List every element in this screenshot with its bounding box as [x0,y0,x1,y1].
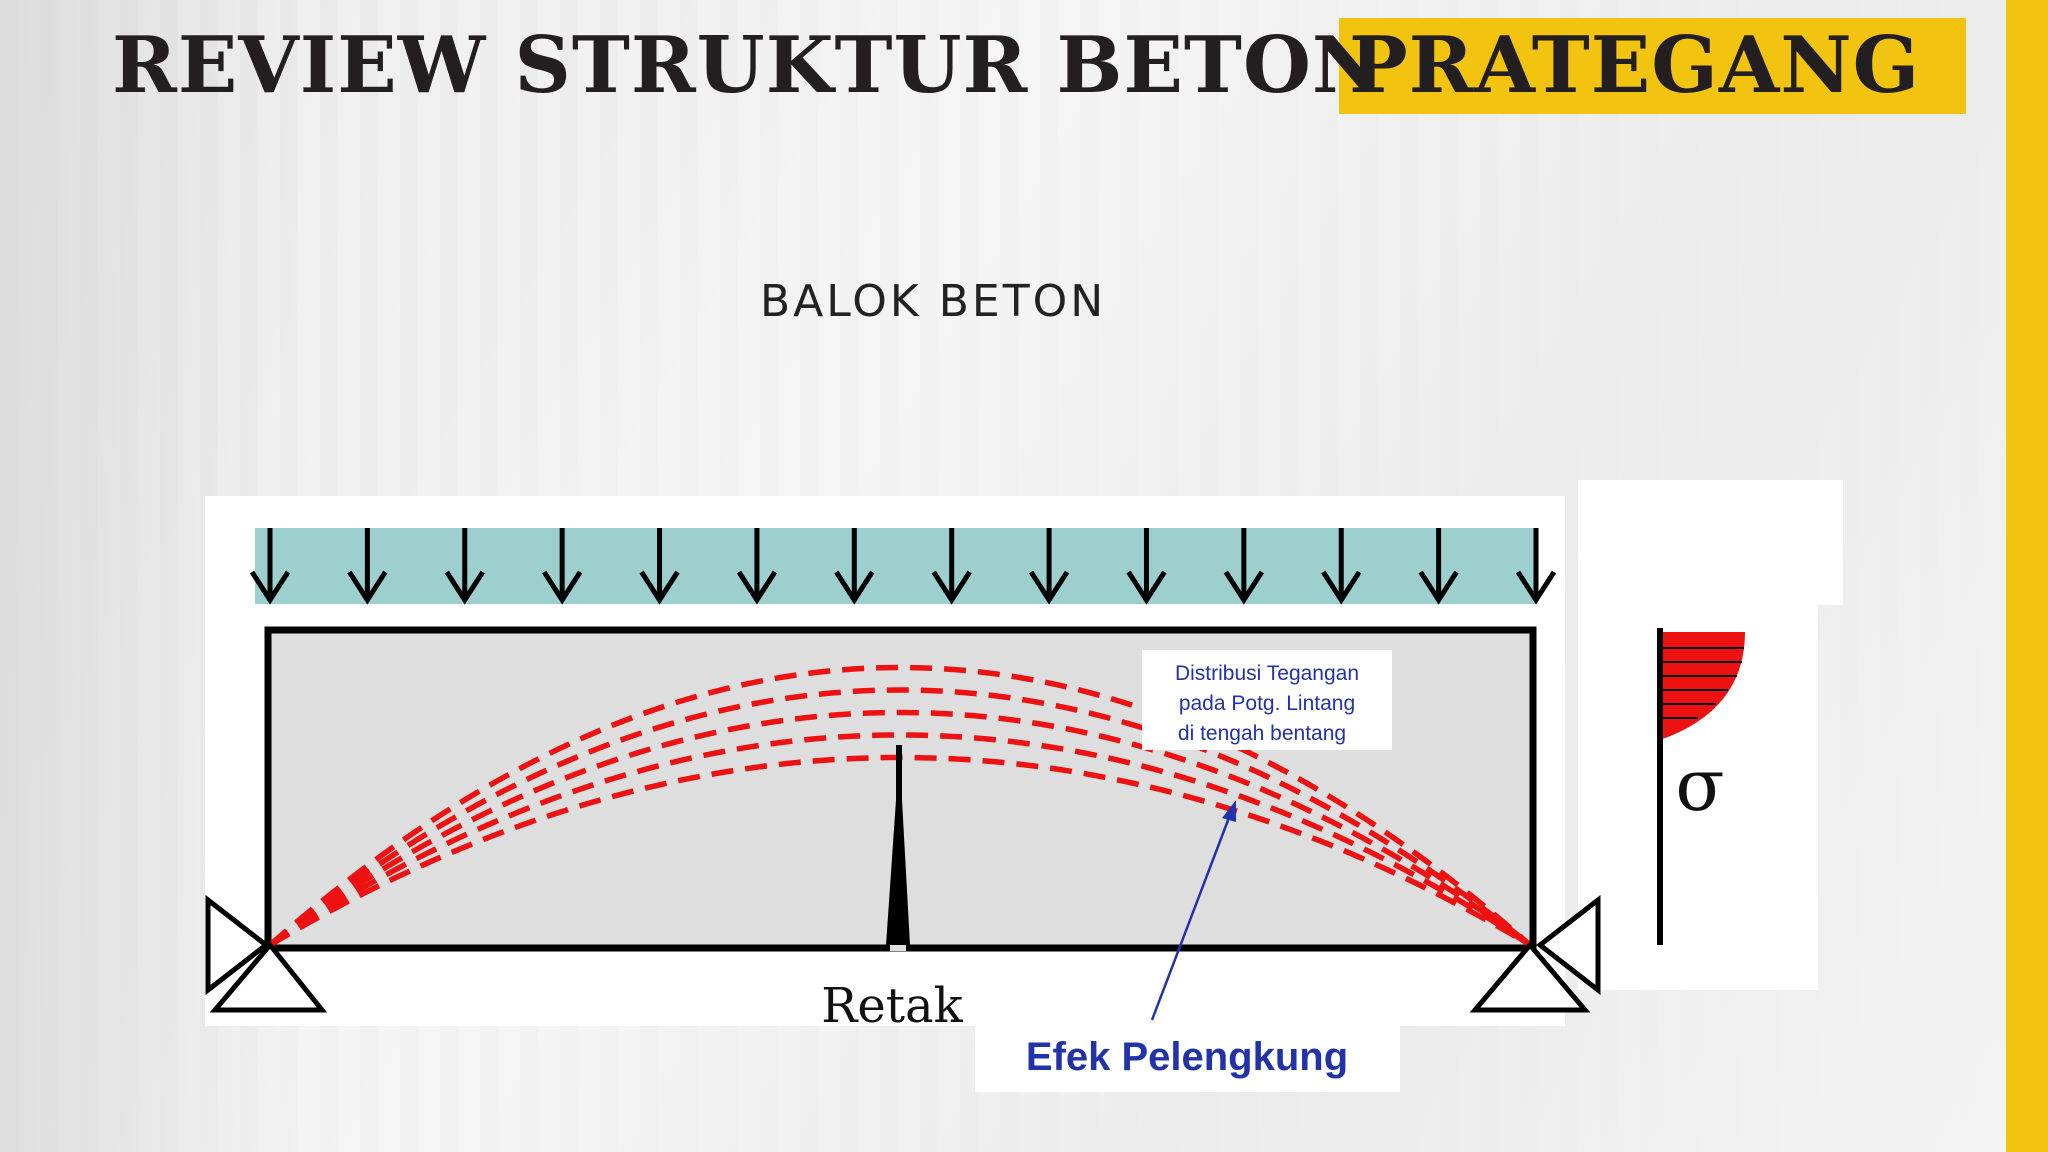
crack-gap [890,945,906,951]
load-arrow [736,528,778,605]
load-arrow [834,528,875,605]
stress-hatch-lines [1660,647,1744,719]
load-arrow [1126,528,1167,605]
load-arrows [249,528,1557,605]
load-arrow [542,528,583,605]
sigma-symbol: σ [1675,743,1724,827]
stress-note-line-2: pada Potg. Lintang [1179,692,1355,715]
crack-label: Retak [821,978,963,1034]
stress-note-box [1142,650,1392,750]
arch-label-panel [975,1022,1400,1092]
section-subtitle: BALOK BETON [760,276,1107,327]
stress-distribution-shape [1660,632,1745,740]
stress-note-line-1: Distribusi Tegangan [1175,662,1359,685]
accent-side-bar [2006,0,2048,1152]
arch-leader-line [1150,814,1232,1021]
title-part-1: REVIEW STRUKTUR BETON [112,20,1385,111]
load-arrow [1418,528,1459,605]
right-support [1469,894,1601,1013]
load-arrow [249,528,291,605]
load-arrow [1223,528,1264,605]
stress-note-line-3: di tengah bentang [1178,722,1346,745]
title-highlight [1339,18,1966,114]
title-part-2: PRATEGANG [1349,20,1921,111]
diagram-panel-top-right [1578,480,1843,605]
left-support [205,894,328,1013]
load-arrow [347,528,388,605]
load-arrow [639,528,680,605]
load-arrow [1028,528,1070,605]
crack-mark [886,745,910,945]
load-arrow [444,528,485,605]
load-arrow [1515,528,1557,605]
load-arrow [1321,528,1362,605]
arch-leader-arrowhead [1222,800,1236,822]
arch-effect-label: Efek Pelengkung [1026,1035,1348,1079]
load-arrow [931,528,972,605]
page-title: REVIEW STRUKTUR BETON PRATEGANG [112,18,1966,114]
